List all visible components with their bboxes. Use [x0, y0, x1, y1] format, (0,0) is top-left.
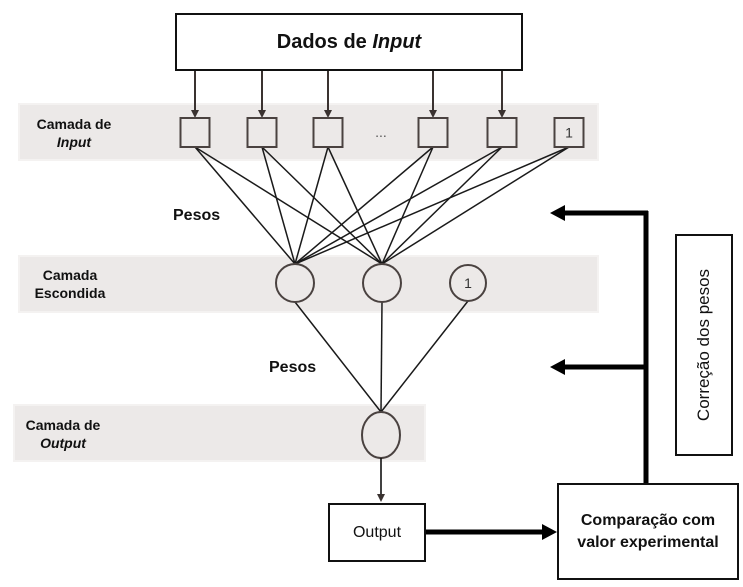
feedback-arrow-upper-head: [550, 205, 565, 221]
input-bias-node: [553, 117, 585, 148]
weight-edge: [381, 146, 570, 265]
weight-edge: [294, 146, 503, 265]
feedback-arrow-lower-head: [550, 359, 565, 375]
weight-edge: [327, 146, 383, 265]
input-data-title: Dados de Input: [277, 31, 421, 54]
output-layer-label: Camada de Output: [18, 416, 108, 452]
input-hidden-weights: [194, 146, 570, 265]
input-data-title-prefix: Dados de: [276, 30, 373, 53]
weight-edge: [294, 146, 329, 265]
hidden-layer-label-line1: Camada: [42, 267, 98, 283]
comparison-box-line1: Comparação com: [580, 511, 716, 529]
weight-correction-label: Correção dos pesos: [694, 268, 713, 422]
hidden-node: [275, 263, 315, 303]
input-data-box: Dados de Input: [175, 13, 523, 71]
input-node: [179, 117, 211, 148]
hidden-node: [362, 263, 402, 303]
input-node: [312, 117, 344, 148]
output-node: [361, 411, 401, 459]
output-box: Output: [328, 503, 426, 562]
input-nodes: 1: [179, 117, 585, 148]
hidden-bias-node: [449, 264, 487, 302]
hidden-nodes: 1: [275, 263, 487, 303]
input-layer-label-line1: Camada de: [36, 116, 112, 132]
output-layer-band: [13, 404, 426, 462]
weight-edge: [261, 146, 383, 265]
output-layer-label-line2: Output: [40, 435, 86, 451]
comparison-box: Comparação com valor experimental: [557, 483, 739, 580]
weight-edge: [294, 146, 570, 265]
hidden-output-weights: [294, 300, 469, 413]
input-node: [486, 117, 518, 148]
output-to-comparison-arrowhead: [542, 524, 557, 540]
input-data-title-emphasis: Input: [372, 30, 422, 53]
hidden-layer-label-line2: Escondida: [34, 285, 106, 301]
weights-label-hidden-output: Pesos: [269, 359, 317, 376]
hidden-layer-label: Camada Escondida: [20, 266, 120, 302]
weight-edge: [261, 146, 296, 265]
comparison-box-line2: valor experimental: [577, 533, 719, 551]
weight-edge: [194, 146, 383, 265]
weight-edge: [294, 301, 382, 413]
weight-edge: [380, 301, 383, 413]
weight-edge: [294, 146, 434, 265]
hidden-bias-node-label: 1: [464, 275, 472, 291]
weight-edge: [381, 146, 434, 265]
input-node: [417, 117, 449, 148]
output-nodes: [361, 411, 401, 459]
input-layer-label-line2: Input: [56, 134, 92, 150]
input-bias-node-label: 1: [565, 125, 573, 141]
weights-label-input-hidden: Pesos: [173, 207, 221, 224]
output-box-label: Output: [352, 523, 402, 541]
weight-edge: [381, 146, 503, 265]
weight-edge: [194, 146, 296, 265]
output-layer-label-line1: Camada de: [25, 417, 101, 433]
data-feed-arrows: [191, 71, 506, 118]
input-node: [246, 117, 278, 148]
weight-edge: [380, 300, 469, 413]
weight-correction-box: [675, 234, 733, 456]
input-layer-label: Camada de Input: [24, 115, 124, 151]
input-ellipsis: ...: [375, 124, 387, 140]
